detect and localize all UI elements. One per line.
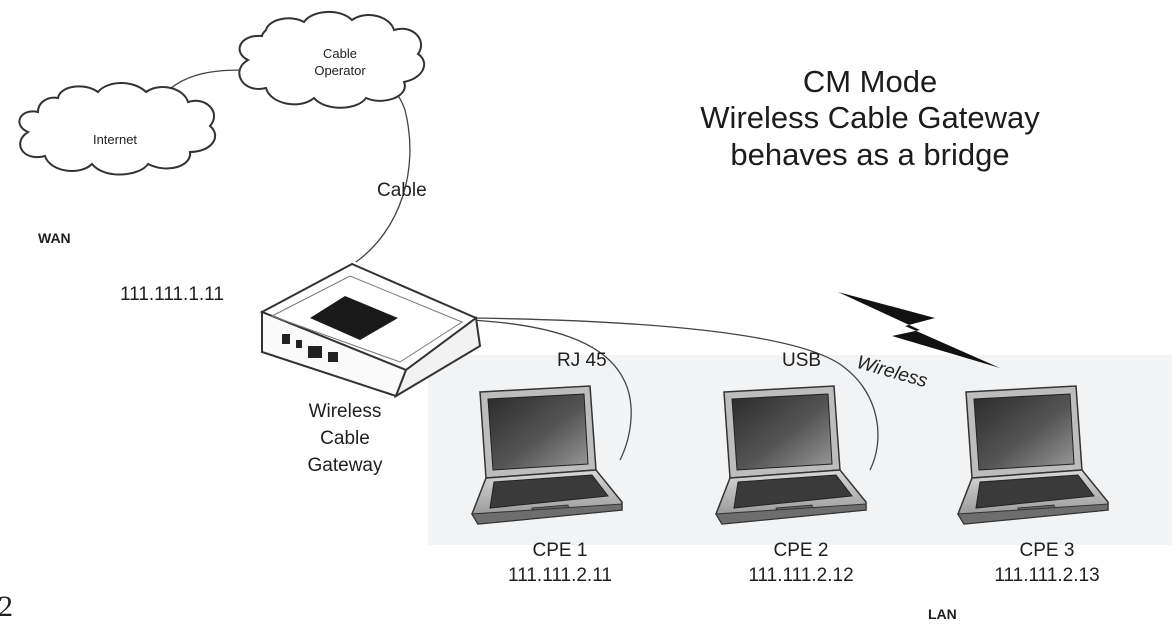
gateway-label-line3: Gateway <box>307 455 383 476</box>
gateway-label-line2: Cable <box>320 428 370 449</box>
gateway-device <box>259 262 482 399</box>
cpe1-ip: 111.111.2.11 <box>508 565 612 586</box>
cpe1-name: CPE 1 <box>532 540 588 561</box>
lan-label: LAN <box>928 606 957 622</box>
wan-label: WAN <box>38 230 71 246</box>
cable-link-label: Cable <box>377 180 427 201</box>
page-number: 2 <box>0 590 13 623</box>
internet-label: Internet <box>92 132 138 147</box>
cable-operator-label-line1: Cable <box>323 46 357 61</box>
cpe3-name: CPE 3 <box>1019 540 1075 561</box>
diagram-title-line2: Wireless Cable Gateway <box>700 100 1040 135</box>
wireless-bolt-icon <box>838 292 1000 368</box>
cpe3-ip: 111.111.2.13 <box>994 565 1100 586</box>
gateway-label-line1: Wireless <box>308 401 382 422</box>
rj45-link-label: RJ 45 <box>557 350 607 371</box>
diagram-title-line1: CM Mode <box>802 64 938 99</box>
cable-operator-cloud <box>238 11 426 109</box>
rj45-link <box>469 319 632 461</box>
cpe2-ip: 111.111.2.12 <box>748 565 854 586</box>
cable-operator-label-line2: Operator <box>314 63 366 78</box>
internet-cloud <box>18 82 217 176</box>
usb-link-label: USB <box>782 350 822 371</box>
gateway-ip: 111.111.1.11 <box>120 284 224 305</box>
usb-link <box>469 317 879 471</box>
cpe1-laptop <box>471 385 623 525</box>
cpe3-laptop <box>957 385 1109 525</box>
diagram-title-line3: behaves as a bridge <box>730 137 1010 172</box>
cpe2-laptop <box>715 385 867 525</box>
cpe2-name: CPE 2 <box>773 540 829 561</box>
